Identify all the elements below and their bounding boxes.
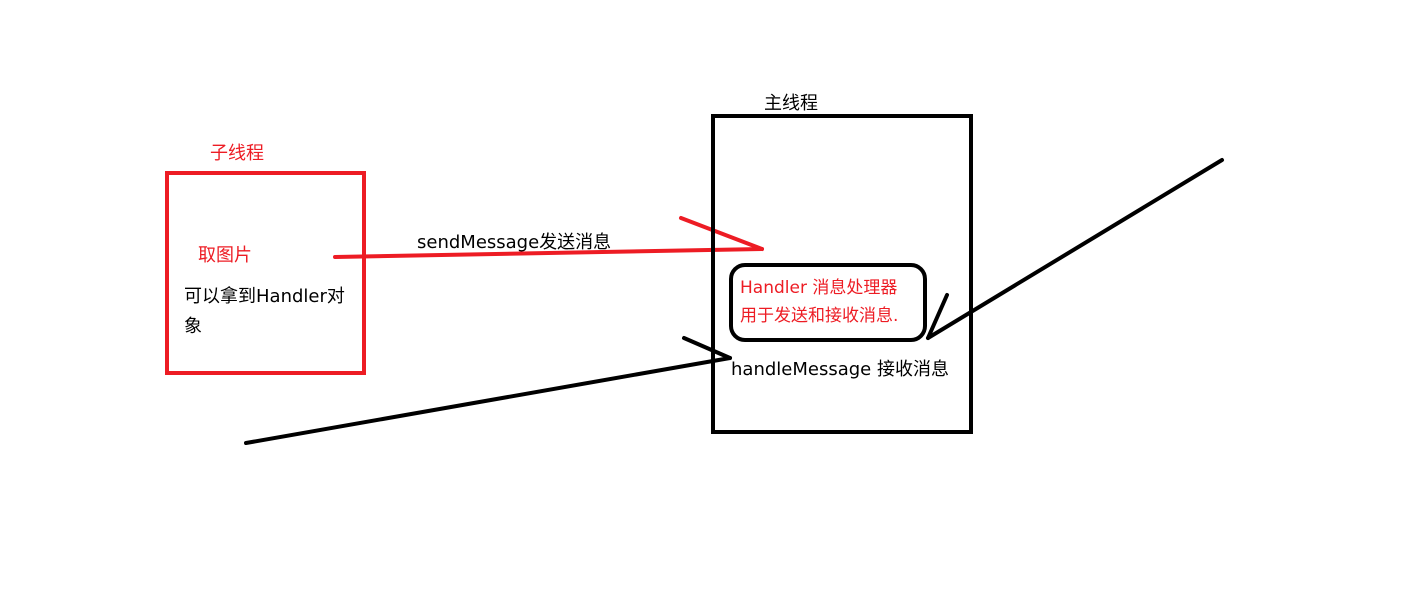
main-thread-title: 主线程: [764, 93, 818, 114]
send-arrow-label: sendMessage发送消息: [417, 232, 612, 253]
handle-message-label: handleMessage 接收消息: [731, 359, 949, 380]
handler-arrow-head: [926, 293, 949, 340]
child-thread-box: [165, 171, 366, 375]
send-arrow-shaft: [333, 247, 764, 259]
handler-line-2: 用于发送和接收消息.: [740, 306, 899, 326]
handler-box: [729, 263, 927, 342]
handle-arrow-head: [682, 336, 732, 360]
child-thread-title: 子线程: [210, 143, 264, 164]
handler-description: Handler 消息处理器 用于发送和接收消息.: [740, 274, 898, 330]
handler-arrow-shaft: [926, 158, 1224, 340]
handle-arrow-shaft: [244, 356, 732, 445]
main-thread-box: [711, 114, 973, 434]
handler-line-1: Handler 消息处理器: [740, 278, 898, 298]
child-thread-description: 可以拿到Handler对象: [184, 286, 345, 337]
child-thread-action: 取图片: [198, 245, 252, 266]
send-arrow-head: [679, 216, 764, 251]
